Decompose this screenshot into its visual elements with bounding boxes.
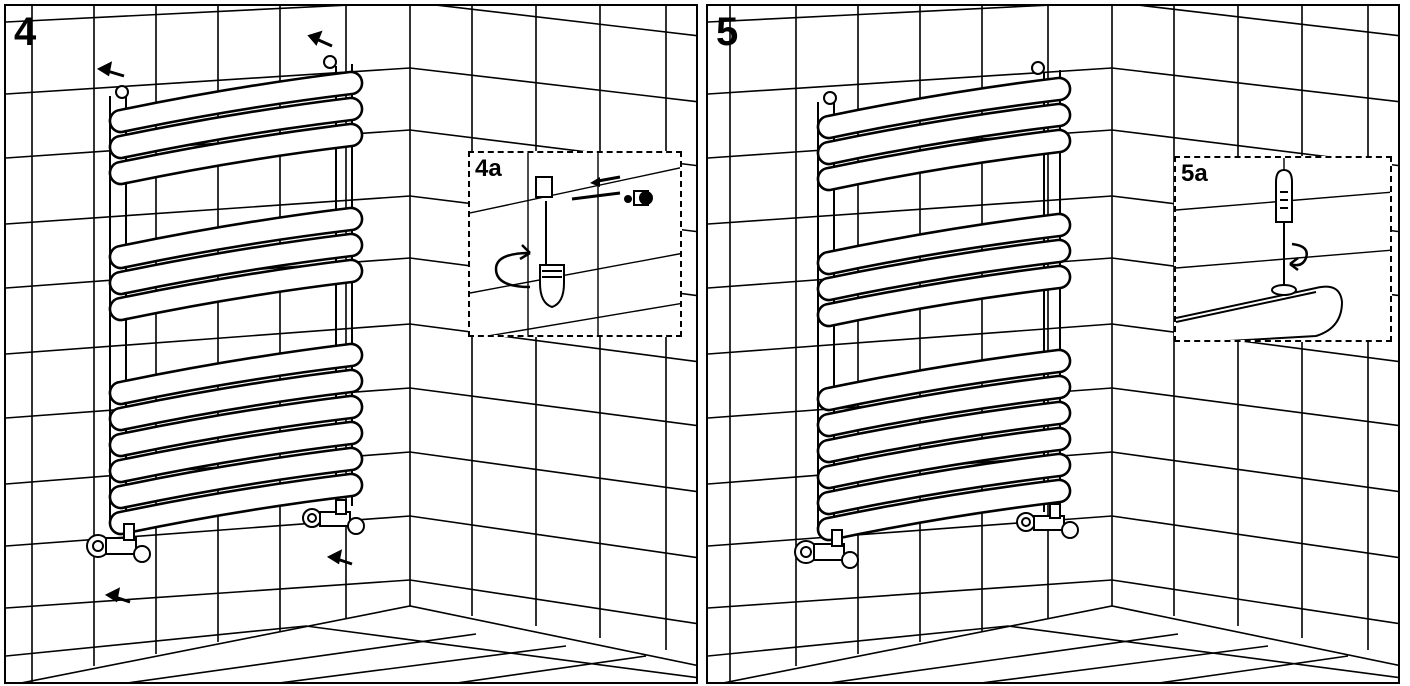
- floor-tiles: [708, 605, 1398, 682]
- right-valve: [1016, 503, 1079, 539]
- step-4-scene: [6, 6, 696, 682]
- screw-icon: [571, 190, 653, 206]
- direction-arrows: [96, 30, 353, 604]
- rotate-arrow-icon: [494, 244, 531, 289]
- radiator-top-detail: [1176, 284, 1344, 340]
- screwdriver-icon: [1275, 168, 1293, 286]
- right-valve: [302, 499, 365, 535]
- left-valve: [86, 523, 151, 563]
- step-number: 4: [14, 10, 37, 54]
- step-5-scene: [708, 6, 1398, 682]
- inset-label: 4a: [475, 155, 502, 182]
- step-number: 5: [716, 10, 739, 54]
- floor-tiles: [6, 605, 696, 682]
- step-5-panel: 5 5a: [706, 4, 1400, 684]
- left-valve: [794, 529, 859, 569]
- radiator: [816, 61, 1072, 542]
- inset-label: 5a: [1181, 160, 1208, 187]
- radiator: [108, 55, 364, 536]
- rotate-arrow-icon: [1289, 242, 1308, 271]
- detail-inset-5a: 5a: [1174, 156, 1392, 342]
- radiator-tubes: [816, 76, 1072, 542]
- inset-4a-drawing: [470, 153, 680, 335]
- inset-5a-drawing: [1176, 158, 1390, 340]
- radiator-tubes: [108, 70, 364, 536]
- detail-inset-4a: 4a: [468, 151, 682, 337]
- screwdriver-icon: [535, 176, 565, 309]
- step-4-panel: 4 4a: [4, 4, 698, 684]
